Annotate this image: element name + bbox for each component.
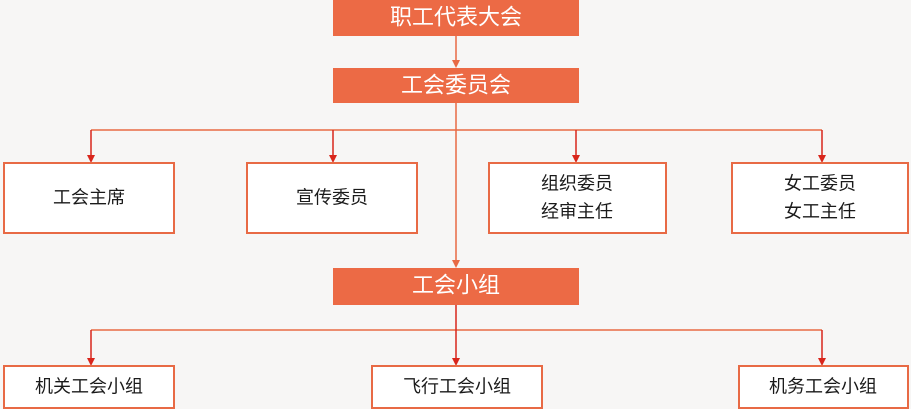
- node-committee-label: 工会委员会: [401, 74, 511, 99]
- node-organization: 组织委员 经审主任: [488, 162, 667, 234]
- node-propaganda-label: 宣传委员: [296, 188, 368, 209]
- node-women-label-line2: 女工主任: [784, 202, 856, 223]
- node-organization-label-line2: 经审主任: [541, 202, 613, 223]
- node-women: 女工委员 女工主任: [731, 162, 909, 234]
- node-women-label-line1: 女工委员: [784, 174, 856, 195]
- node-group-office-label: 机关工会小组: [35, 377, 143, 398]
- node-groups-label: 工会小组: [412, 274, 500, 299]
- node-organization-label-line1: 组织委员: [541, 174, 613, 195]
- node-propaganda: 宣传委员: [246, 162, 418, 234]
- node-groups: 工会小组: [333, 268, 579, 305]
- node-group-maintenance-label: 机务工会小组: [769, 377, 877, 398]
- node-group-flight: 飞行工会小组: [371, 365, 543, 409]
- node-congress: 职工代表大会: [333, 0, 579, 36]
- node-chairman-label: 工会主席: [53, 188, 125, 209]
- node-committee: 工会委员会: [333, 68, 579, 103]
- node-group-office: 机关工会小组: [3, 365, 175, 409]
- node-congress-label: 职工代表大会: [390, 6, 522, 31]
- node-chairman: 工会主席: [3, 162, 175, 234]
- node-group-maintenance: 机务工会小组: [738, 365, 909, 409]
- node-group-flight-label: 飞行工会小组: [403, 377, 511, 398]
